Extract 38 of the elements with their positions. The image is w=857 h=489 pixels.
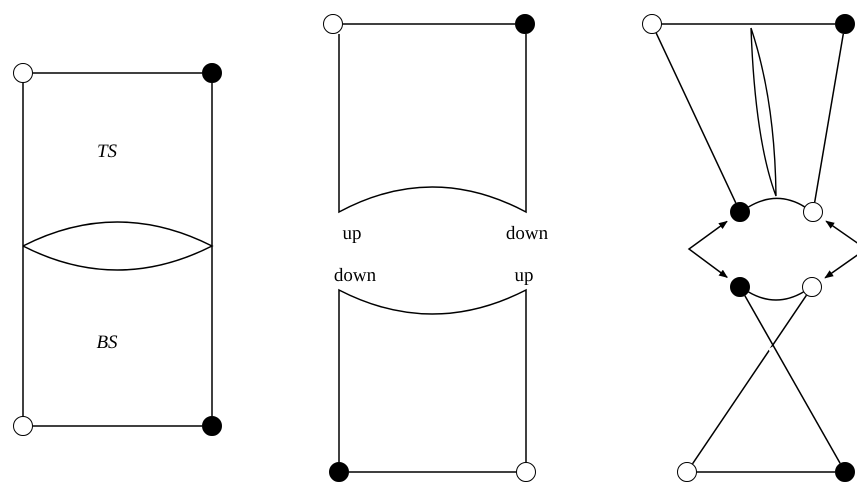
double-arrow xyxy=(824,220,857,278)
open-circle xyxy=(642,14,662,34)
filled-circle xyxy=(515,14,535,34)
open-circle xyxy=(13,416,33,436)
open-circle xyxy=(802,277,822,297)
direction-label: down xyxy=(506,223,548,245)
filled-circle xyxy=(835,14,855,34)
line xyxy=(211,83,213,416)
filled-circle xyxy=(329,462,349,482)
line xyxy=(748,291,804,301)
open-circle xyxy=(677,462,697,482)
line xyxy=(656,32,736,204)
line xyxy=(662,23,835,25)
filled-circle xyxy=(202,63,222,83)
direction-label: down xyxy=(334,265,376,287)
line xyxy=(22,83,24,416)
double-arrow xyxy=(688,220,728,278)
open-circle xyxy=(516,462,536,482)
open-circle xyxy=(323,14,343,34)
line xyxy=(33,72,202,74)
filled-circle xyxy=(202,416,222,436)
line xyxy=(33,425,202,427)
open-circle xyxy=(13,63,33,83)
filled-circle xyxy=(835,462,855,482)
filled-circle xyxy=(730,202,750,222)
line xyxy=(349,471,516,473)
line xyxy=(697,471,835,473)
line xyxy=(343,23,515,25)
filled-circle xyxy=(730,277,750,297)
line xyxy=(748,198,805,208)
direction-label: up xyxy=(342,223,362,245)
line xyxy=(744,295,841,464)
open-circle xyxy=(803,202,823,222)
region-label: BS xyxy=(96,332,118,354)
direction-label: up xyxy=(514,265,534,287)
line xyxy=(814,34,844,202)
region-label: TS xyxy=(96,141,118,163)
line xyxy=(692,294,808,464)
